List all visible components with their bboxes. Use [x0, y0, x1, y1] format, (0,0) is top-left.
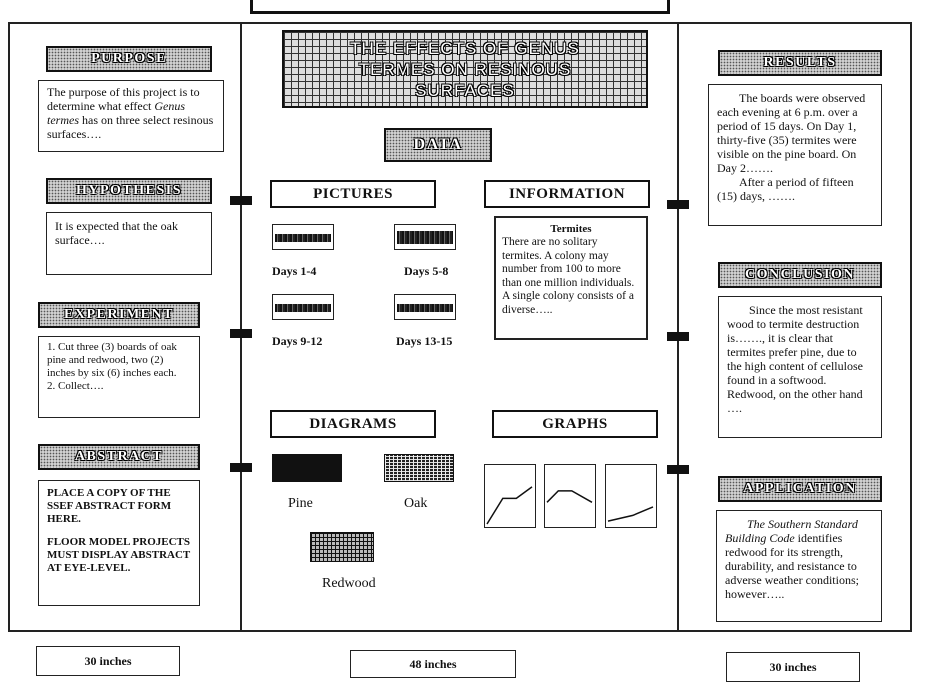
hypothesis-header: HYPOTHESIS	[46, 178, 212, 204]
graph-3-line	[607, 506, 654, 522]
information-text-box: Termites There are no solitary termites.…	[494, 216, 648, 340]
board-title: THE EFFECTS OF GENUS TERMES ON RESINOUS …	[282, 30, 648, 108]
right-panel-fold	[677, 22, 679, 632]
board-title-line-2: TERMES ON RESINOUS	[358, 59, 572, 79]
graph-1-line	[486, 486, 533, 525]
graph-series-line	[607, 506, 654, 522]
experiment-step-2: 2. Collect….	[47, 380, 104, 392]
experiment-header: EXPERIMENT	[38, 302, 200, 328]
graph-series-line	[486, 486, 533, 525]
left-panel-fold	[240, 22, 242, 632]
graph-series-line	[546, 490, 593, 503]
application-text: The Southern Standard Building Code iden…	[716, 510, 882, 622]
right-width-label: 30 inches	[726, 652, 860, 682]
pine-sample	[272, 454, 342, 482]
graphs-header: GRAPHS	[492, 410, 658, 438]
graph-1	[484, 464, 536, 528]
pictures-header: PICTURES	[270, 180, 436, 208]
information-text: There are no solitary termites. A colony…	[502, 236, 635, 316]
purpose-header: PURPOSE	[46, 46, 212, 72]
experiment-text: 1. Cut three (3) boards of oak pine and …	[38, 336, 200, 418]
purpose-text-pre: The purpose of this project is to determ…	[47, 85, 200, 113]
picture-days-5-8	[394, 224, 456, 250]
purpose-text-emphasis: Genus termes	[47, 99, 186, 127]
oak-label: Oak	[404, 496, 428, 511]
information-header: INFORMATION	[484, 180, 650, 208]
top-header-stub	[250, 0, 670, 14]
graph-2	[544, 464, 596, 528]
picture-days-1-4	[272, 224, 334, 250]
application-header: APPLICATION	[718, 476, 882, 502]
purpose-text-post: has on three select resinous surfaces….	[47, 113, 214, 141]
pine-label: Pine	[288, 496, 313, 511]
display-board	[8, 22, 912, 632]
oak-sample	[384, 454, 454, 482]
hinge	[667, 200, 689, 209]
hinge	[230, 463, 252, 472]
graph-3	[605, 464, 657, 528]
picture-days-9-12	[272, 294, 334, 320]
results-text-1: The boards were observed each evening at…	[717, 91, 866, 175]
data-header: DATA	[384, 128, 492, 162]
left-width-label: 30 inches	[36, 646, 180, 676]
center-width-label: 48 inches	[350, 650, 516, 678]
picture-days-13-15	[394, 294, 456, 320]
results-text-2: After a period of fifteen (15) days, …….	[717, 175, 854, 203]
conclusion-text: Since the most resistant wood to termite…	[718, 296, 882, 438]
results-text: The boards were observed each evening at…	[708, 84, 882, 226]
hinge	[667, 465, 689, 474]
hinge	[230, 329, 252, 338]
abstract-header: ABSTRACT	[38, 444, 200, 470]
hinge	[667, 332, 689, 341]
experiment-step-1: 1. Cut three (3) boards of oak pine and …	[47, 341, 177, 379]
information-title: Termites	[550, 223, 592, 235]
picture-caption: Days 13-15	[396, 334, 453, 348]
conclusion-header: CONCLUSION	[718, 262, 882, 288]
board-title-line-1: THE EFFECTS OF GENUS	[350, 38, 580, 58]
picture-caption: Days 1-4	[272, 264, 317, 278]
application-text-post: identifies redwood for its strength, dur…	[725, 531, 859, 601]
abstract-text: PLACE A COPY OF THE SSEF ABSTRACT FORM H…	[38, 480, 200, 606]
results-header: RESULTS	[718, 50, 882, 76]
picture-caption: Days 5-8	[404, 264, 449, 278]
graph-2-line	[546, 490, 593, 503]
conclusion-paragraph: Since the most resistant wood to termite…	[727, 303, 863, 415]
picture-caption: Days 9-12	[272, 334, 323, 348]
application-text-emphasis: The Southern Standard Building Code	[725, 517, 858, 545]
redwood-label: Redwood	[322, 576, 376, 591]
hypothesis-text: It is expected that the oak surface….	[46, 212, 212, 275]
redwood-sample	[310, 532, 374, 562]
purpose-text: The purpose of this project is to determ…	[38, 80, 224, 152]
board-title-line-3: SURFACES	[415, 80, 515, 100]
abstract-line-2: FLOOR MODEL PROJECTS MUST DISPLAY ABSTRA…	[47, 536, 191, 574]
diagrams-header: DIAGRAMS	[270, 410, 436, 438]
abstract-line-1: PLACE A COPY OF THE SSEF ABSTRACT FORM H…	[47, 487, 172, 525]
hinge	[230, 196, 252, 205]
